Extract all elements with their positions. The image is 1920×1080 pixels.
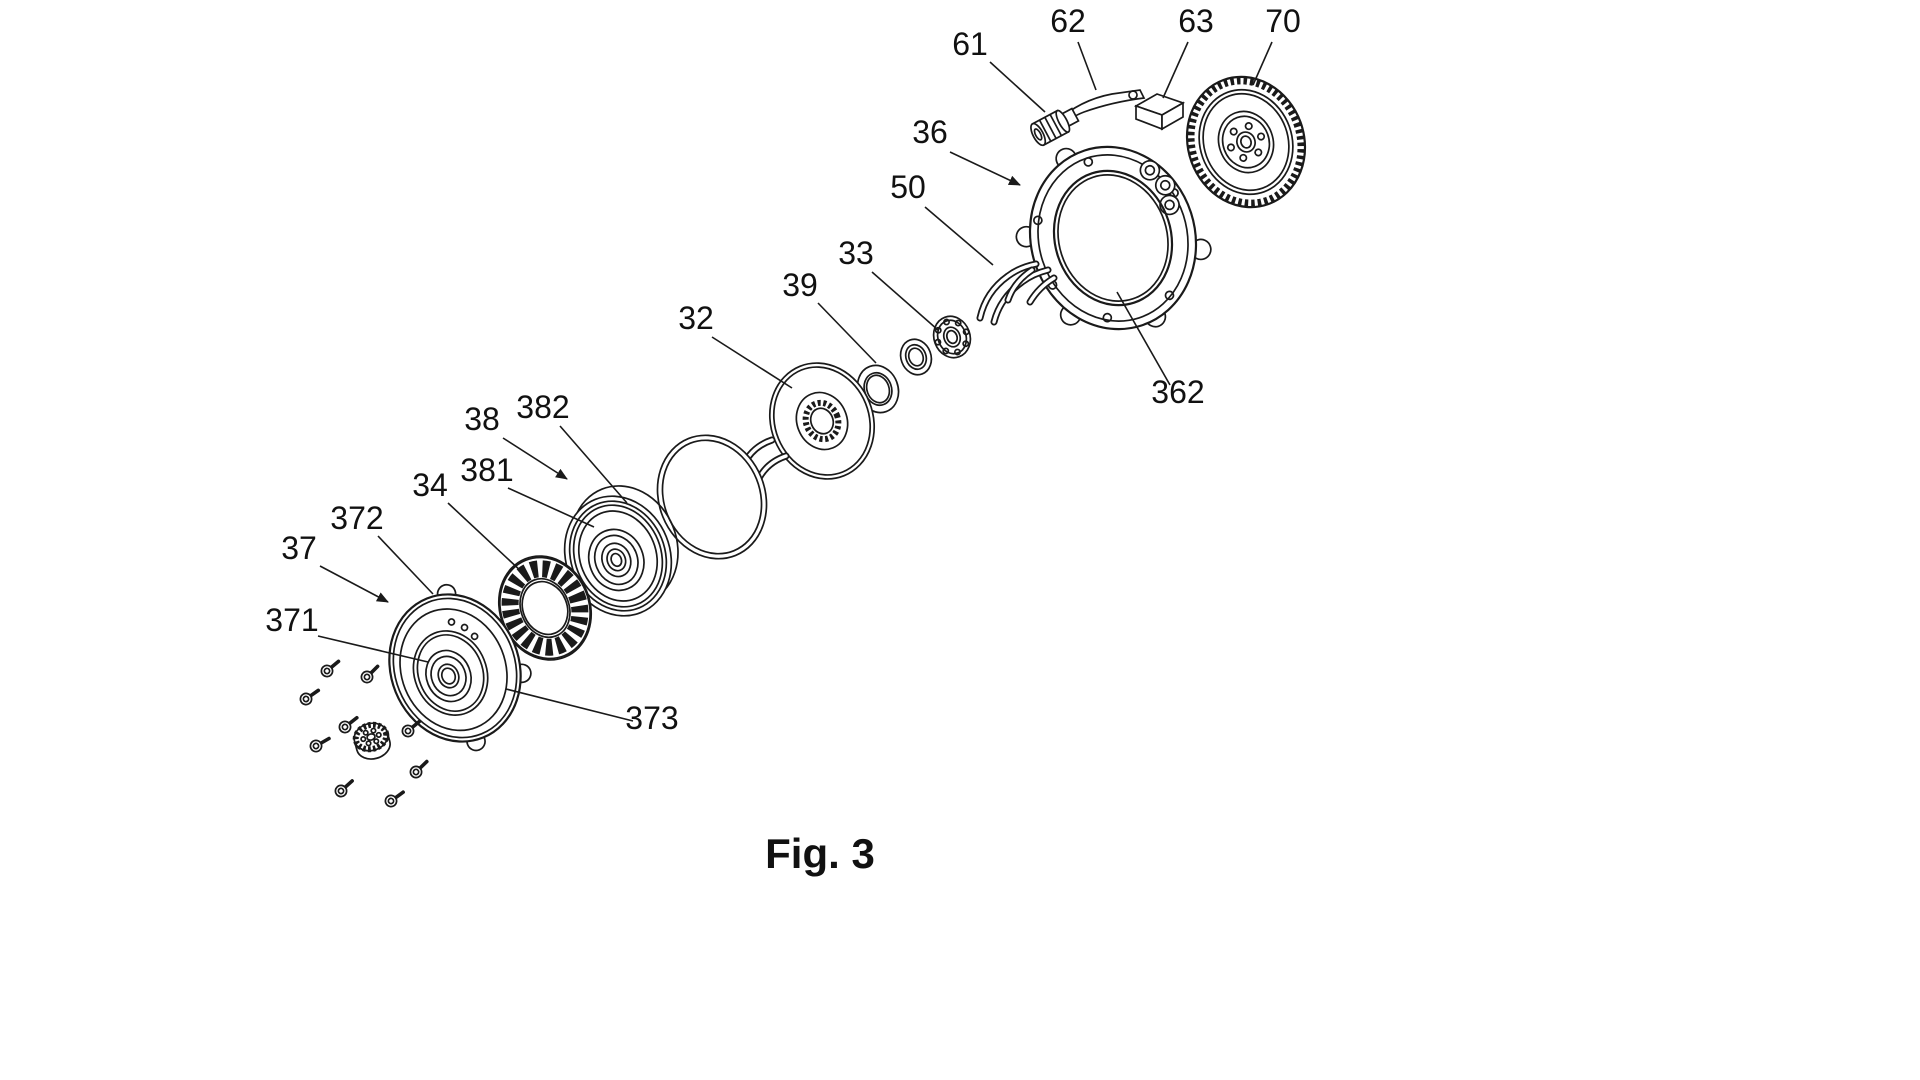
leader-362 <box>1116 291 1171 386</box>
leader-373 <box>505 688 634 722</box>
leader-38 <box>502 437 568 480</box>
ref-label-32: 32 <box>678 300 714 336</box>
part-63-box <box>1133 93 1186 131</box>
part-61-connector <box>1030 107 1080 147</box>
ref-label-50: 50 <box>890 169 926 205</box>
ref-label-373: 373 <box>625 700 678 736</box>
part-34-toothed-ring <box>497 555 593 661</box>
leader-33 <box>871 271 939 331</box>
leader-39 <box>817 302 877 364</box>
leader-34 <box>447 502 524 574</box>
ref-label-372: 372 <box>330 500 383 536</box>
leader-70 <box>1252 41 1273 86</box>
ref-label-36: 36 <box>912 114 948 150</box>
part-50-pins <box>976 260 1058 326</box>
part-small-gear <box>352 721 391 760</box>
leader-381 <box>507 487 595 528</box>
figure-caption: Fig. 3 <box>765 830 875 877</box>
ref-label-70: 70 <box>1265 3 1301 39</box>
ref-label-371: 371 <box>265 602 318 638</box>
ref-label-362: 362 <box>1151 374 1204 410</box>
part-70-flywheel <box>1185 75 1307 209</box>
ref-label-382: 382 <box>516 389 569 425</box>
ref-label-62: 62 <box>1050 3 1086 39</box>
ref-label-33: 33 <box>838 235 874 271</box>
leader-382 <box>559 425 628 504</box>
leader-372 <box>377 535 434 595</box>
leader-50 <box>924 206 994 266</box>
part-33-ring <box>899 338 933 376</box>
part-36-housing <box>1015 145 1212 331</box>
ref-label-37: 37 <box>281 530 317 566</box>
part-381-hub <box>587 528 645 592</box>
part-37-housing <box>388 583 532 752</box>
ref-label-39: 39 <box>782 267 818 303</box>
part-33-bearing <box>932 315 972 359</box>
leader-lines <box>317 41 1273 722</box>
ref-label-63: 63 <box>1178 3 1214 39</box>
reference-labels: 61 62 63 70 36 50 33 39 32 382 38 381 34… <box>265 3 1300 736</box>
ref-label-34: 34 <box>412 467 448 503</box>
leader-36 <box>949 151 1021 186</box>
leader-371 <box>317 635 429 663</box>
leader-63 <box>1162 41 1189 99</box>
leader-32 <box>711 336 793 389</box>
part-371-bearing <box>425 649 472 703</box>
ref-label-38: 38 <box>464 401 500 437</box>
leader-61 <box>989 61 1046 113</box>
ref-label-381: 381 <box>460 452 513 488</box>
leader-37 <box>319 565 389 603</box>
ref-label-61: 61 <box>952 26 988 62</box>
leader-62 <box>1077 41 1097 91</box>
